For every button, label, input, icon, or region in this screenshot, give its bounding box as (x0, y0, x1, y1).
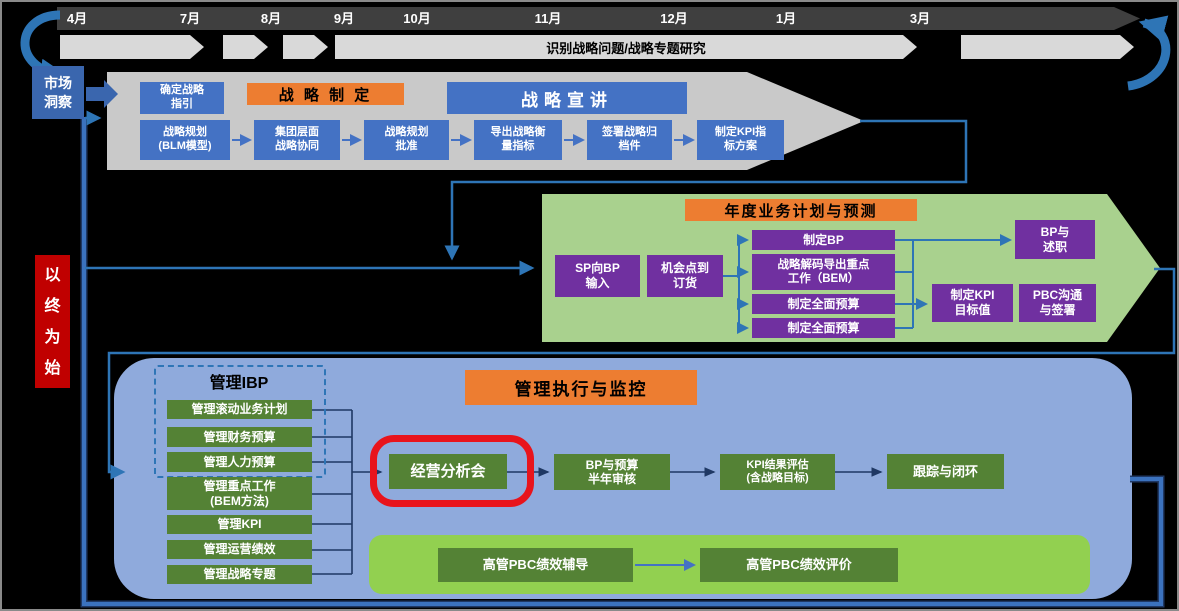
market-insight-box: 市场 洞察 (32, 66, 84, 119)
kpi-target-box: 制定KPI 目标值 (932, 284, 1013, 322)
manage-title-label: 管理执行与监控 (465, 370, 697, 405)
track-close-box: 跟踪与闭环 (887, 454, 1004, 489)
highlight-ring (370, 435, 534, 507)
strategy-step-box: 制定KPI指 标方案 (697, 120, 784, 160)
fan-trunk (723, 240, 740, 328)
manage-list-item: 管理滚动业务计划 (167, 400, 312, 419)
strategy-step-box: 签署战略归 档件 (587, 120, 672, 160)
phase-arrow (60, 35, 204, 59)
fan-box: 战略解码导出重点 工作（BEM） (752, 254, 895, 290)
timeline-month: 10月 (403, 11, 431, 26)
ibp-title: 管理IBP (209, 375, 269, 392)
strategy-guide-box: 确定战略 指引 (140, 82, 224, 114)
manage-list-item: 管理KPI (167, 515, 312, 534)
timeline-month: 12月 (660, 11, 688, 26)
timeline-month: 7月 (179, 11, 201, 26)
sp-input-box: SP向BP 输入 (555, 255, 640, 297)
pbc-coach-box: 高管PBC绩效辅导 (438, 548, 633, 582)
manage-list-item: 管理人力预算 (167, 452, 312, 472)
timeline-month: 1月 (775, 11, 797, 26)
strategy-preach-banner: 战略宣讲 (447, 82, 687, 114)
strategy-to-annual-connector (444, 119, 968, 261)
pbc-sign-box: PBC沟通 与签署 (1019, 284, 1096, 322)
cycle-arrow-right (1127, 15, 1171, 91)
phase-arrow-research: 识别战略问题/战略专题研究 (335, 35, 917, 59)
manage-list-item: 管理战略专题 (167, 565, 312, 584)
analysis-meeting-box: 经营分析会 (389, 454, 507, 489)
strategy-title-label: 战 略 制 定 (247, 83, 404, 105)
opportunity-box: 机会点到 订货 (647, 255, 723, 297)
timeline-bar (57, 7, 1140, 30)
feedback-loop (82, 117, 1163, 606)
fan-box: 制定BP (752, 230, 895, 250)
strategy-step-box: 战略规划 (BLM模型) (140, 120, 230, 160)
timeline-month: 4月 (66, 11, 88, 26)
manage-list-item: 管理重点工作 (BEM方法) (167, 477, 312, 510)
phase-arrow (961, 35, 1134, 59)
collector-lines (895, 239, 914, 329)
annual-to-manage-connector (107, 267, 1176, 480)
market-insight-arrow (86, 80, 118, 108)
pbc-eval-box: 高管PBC绩效评价 (700, 548, 898, 582)
strategy-step-box: 导出战略衡 量指标 (474, 120, 562, 160)
timeline-month: 3月 (909, 11, 931, 26)
bp-report-box: BP与 述职 (1015, 220, 1095, 259)
strategy-step-box: 集团层面 战略协同 (254, 120, 340, 160)
strategy-step-box: 战略规划 批准 (364, 120, 449, 160)
bp-review-box: BP与预算 半年审核 (554, 454, 670, 490)
timeline-month: 11月 (534, 11, 562, 26)
timeline-month: 9月 (333, 11, 355, 26)
annual-title-label: 年度业务计划与预测 (685, 199, 917, 221)
manage-list-connectors (312, 409, 353, 575)
manage-list-item: 管理运营绩效 (167, 540, 312, 559)
end-to-begin-box: 以 终 为 始 (35, 255, 70, 388)
timeline-month: 8月 (260, 11, 282, 26)
manage-list-item: 管理财务预算 (167, 427, 312, 447)
fan-box: 制定全面预算 (752, 294, 895, 314)
kpi-eval-box: KPI结果评估 (含战略目标) (720, 454, 835, 490)
fan-box: 制定全面预算 (752, 318, 895, 338)
